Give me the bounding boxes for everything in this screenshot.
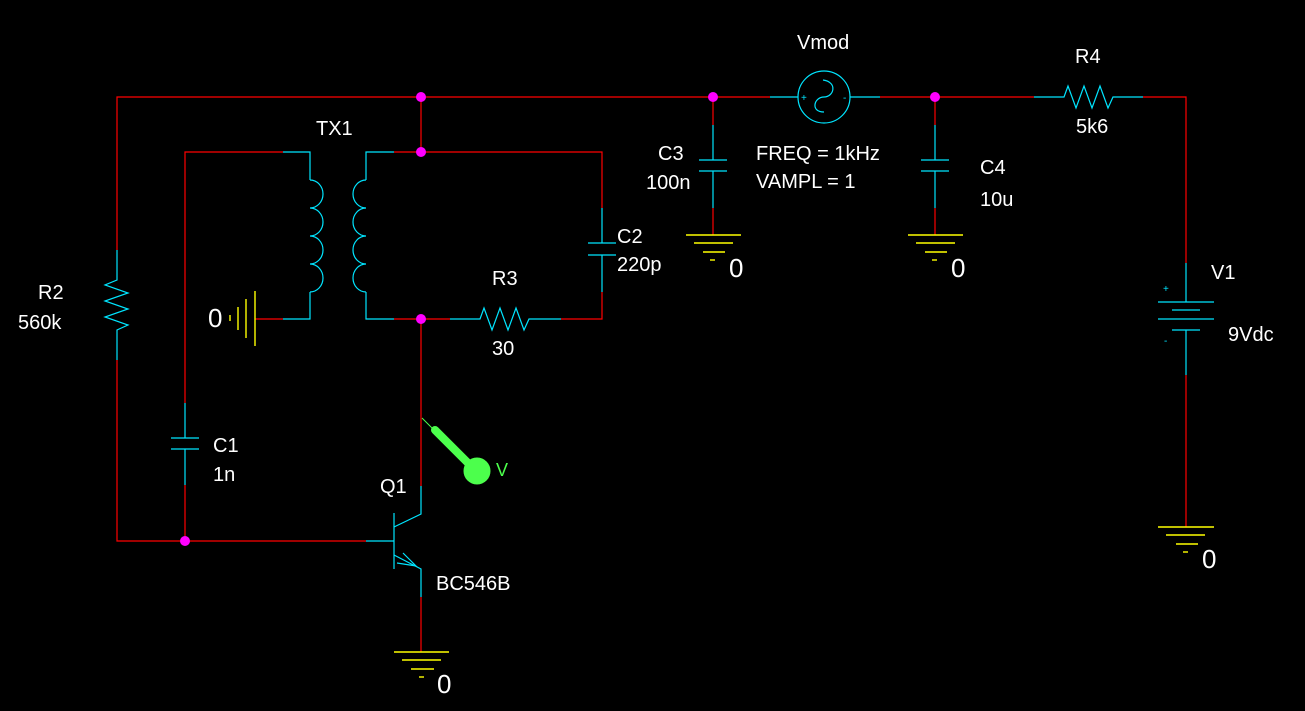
v1-value: 9Vdc <box>1228 324 1274 346</box>
battery-v1[interactable]: + - V1 9Vdc <box>1158 262 1274 375</box>
vmod-freq: FREQ = 1kHz <box>756 143 880 165</box>
c3-ref: C3 <box>658 143 684 165</box>
c4-ref: C4 <box>980 157 1006 179</box>
resistor-r4[interactable]: R4 5k6 <box>1034 46 1143 138</box>
resistor-r2[interactable]: R2 560k <box>18 250 130 360</box>
q1-ref: Q1 <box>380 476 407 498</box>
r3-value: 30 <box>492 338 514 360</box>
r4-value: 5k6 <box>1076 116 1108 138</box>
wire-top-rail-left[interactable] <box>116 96 770 250</box>
r2-ref: R2 <box>38 282 64 304</box>
resistor-symbol <box>103 250 130 360</box>
tx1-primary-lead <box>283 151 311 180</box>
junctions <box>180 92 940 546</box>
probe-tip <box>421 417 433 429</box>
c1-value: 1n <box>213 464 235 486</box>
resistor-symbol <box>450 306 561 332</box>
wire-r4-v1[interactable] <box>1143 96 1187 263</box>
ground-q1[interactable]: 0 <box>394 651 451 699</box>
r3-ref: R3 <box>492 268 518 290</box>
r2-value: 560k <box>18 312 62 334</box>
vmod-ref: Vmod <box>797 32 849 54</box>
q1-emitter-arrow <box>396 552 418 567</box>
ground-c3[interactable]: 0 <box>686 234 743 283</box>
transistor-q1[interactable]: Q1 BC546B <box>366 476 511 597</box>
wire-base[interactable] <box>116 360 366 542</box>
ground-label: 0 <box>951 253 965 283</box>
ground-label: 0 <box>208 303 222 333</box>
voltage-probe[interactable]: V <box>421 417 508 485</box>
vmod-plus: + <box>801 93 807 104</box>
capacitor-c1[interactable]: C1 1n <box>171 403 239 486</box>
probe-head <box>463 457 491 485</box>
capacitor-c4[interactable]: C4 10u <box>921 125 1013 211</box>
junction-dot <box>416 314 426 324</box>
c1-ref: C1 <box>213 435 239 457</box>
capacitor-c3[interactable]: C3 100n <box>646 125 727 208</box>
vmod-minus: - <box>843 93 846 104</box>
tx1-secondary-coil <box>352 179 367 293</box>
junction-dot <box>708 92 718 102</box>
sine-wave-icon <box>814 79 834 113</box>
ground-label: 0 <box>437 669 451 699</box>
probe-shaft <box>431 426 474 469</box>
junction-dot <box>180 536 190 546</box>
wires <box>116 96 1187 652</box>
ground-tx1[interactable]: 0 <box>208 291 256 346</box>
ground-v1[interactable]: 0 <box>1158 526 1216 574</box>
c2-ref: C2 <box>617 226 643 248</box>
tx1-secondary-lead <box>365 151 394 180</box>
transformer-tx1[interactable]: TX1 <box>283 118 394 320</box>
q1-value: BC546B <box>436 573 511 595</box>
wire-tx1-c1[interactable] <box>184 151 283 403</box>
v1-plus: + <box>1163 284 1169 295</box>
c3-value: 100n <box>646 172 691 194</box>
tx1-primary-coil <box>309 179 324 293</box>
junction-dot <box>416 147 426 157</box>
junction-dot <box>416 92 426 102</box>
resistor-r3[interactable]: R3 30 <box>450 268 561 360</box>
tx1-primary-lead <box>283 292 311 320</box>
voltage-source-vmod[interactable]: + - Vmod FREQ = 1kHz VAMPL = 1 <box>756 32 880 193</box>
ground-c4[interactable]: 0 <box>908 234 965 283</box>
v1-minus: - <box>1164 336 1167 347</box>
tx1-ref: TX1 <box>316 118 353 140</box>
tx1-secondary-lead <box>365 292 394 320</box>
v1-ref: V1 <box>1211 262 1235 284</box>
junction-dot <box>930 92 940 102</box>
r4-ref: R4 <box>1075 46 1101 68</box>
wire-tx1-c2-top[interactable] <box>394 151 603 208</box>
wire-c2-r3[interactable] <box>561 292 603 320</box>
q1-collector <box>393 486 422 528</box>
vmod-vampl: VAMPL = 1 <box>756 171 856 193</box>
ground-label: 0 <box>1202 544 1216 574</box>
q1-emitter <box>393 554 422 597</box>
probe-label: V <box>496 460 508 480</box>
c2-value: 220p <box>617 254 662 276</box>
ground-label: 0 <box>729 253 743 283</box>
capacitor-c2[interactable]: C2 220p <box>588 208 662 292</box>
c4-value: 10u <box>980 189 1013 211</box>
resistor-symbol <box>1034 84 1143 110</box>
